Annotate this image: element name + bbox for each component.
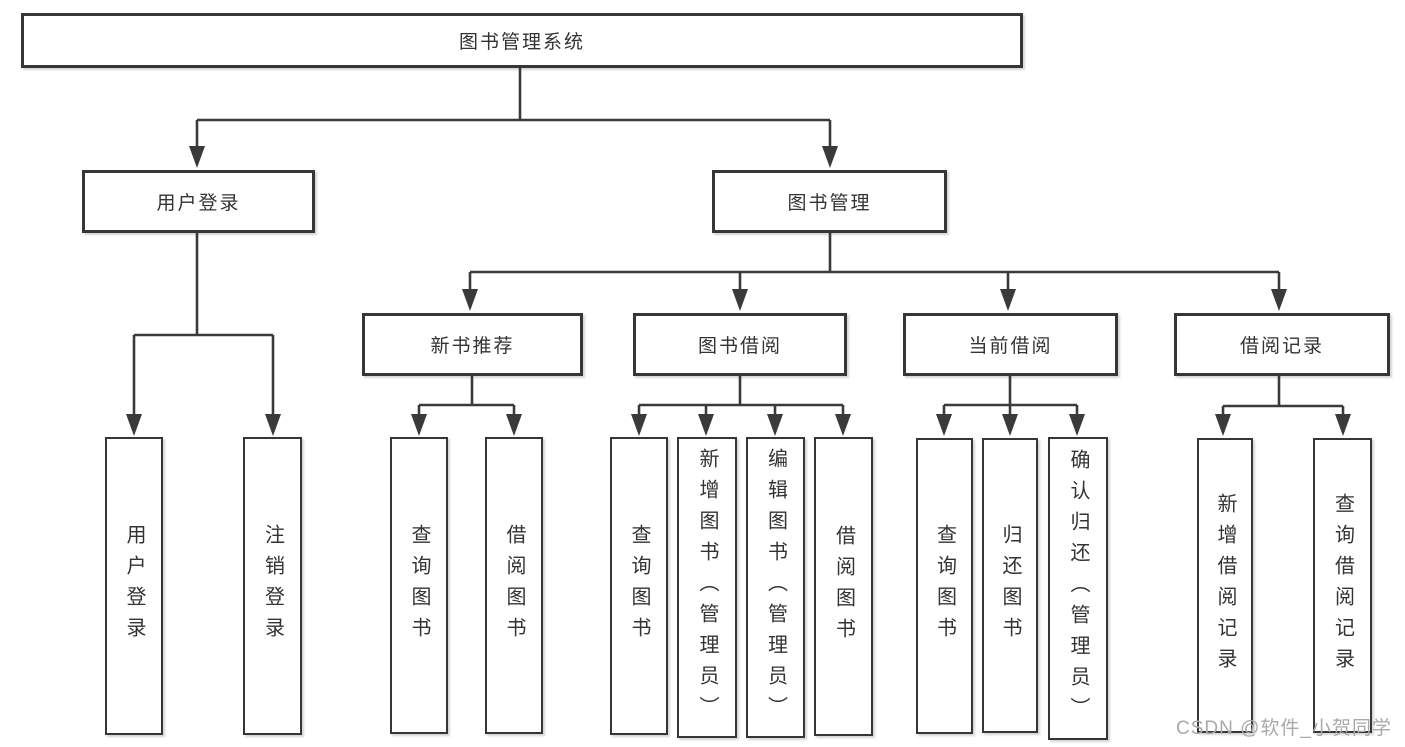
node-user-login-label: 用户登录 xyxy=(156,193,241,214)
node-borrowing-records: 借阅记录 xyxy=(1174,313,1390,376)
node-book-management: 图书管理 xyxy=(712,170,947,233)
node-user-login: 用户登录 xyxy=(82,170,315,233)
node-book-borrowing: 图书借阅 xyxy=(633,313,847,376)
node-new-book-recommend: 新书推荐 xyxy=(362,313,583,376)
leaf-query-books-recommend: 查询图书 xyxy=(390,437,448,734)
leaf-query-borrow-record: 查询借阅记录 xyxy=(1313,438,1372,733)
arrowheads xyxy=(126,146,1351,436)
leaf-borrow-books-recommend: 借阅图书 xyxy=(485,437,543,734)
leaf-borrow-books: 借阅图书 xyxy=(814,437,873,736)
leaf-return-books: 归还图书 xyxy=(982,438,1038,733)
leaf-confirm-return-admin: 确认归还（管理员） xyxy=(1048,437,1108,740)
node-borrowing-records-label: 借阅记录 xyxy=(1239,336,1324,357)
leaf-logout: 注销登录 xyxy=(243,437,302,735)
leaf-add-books-admin: 新增图书（管理员） xyxy=(677,437,737,738)
node-library-system: 图书管理系统 xyxy=(21,13,1023,68)
leaf-query-books-borrowing: 查询图书 xyxy=(610,437,668,735)
node-book-management-label: 图书管理 xyxy=(787,193,872,214)
node-library-system-label: 图书管理系统 xyxy=(458,32,585,53)
watermark: CSDN @软件_小贺同学 xyxy=(1176,718,1392,739)
node-new-book-recommend-label: 新书推荐 xyxy=(430,336,515,357)
node-current-borrowing: 当前借阅 xyxy=(903,313,1118,376)
leaf-add-borrow-record: 新增借阅记录 xyxy=(1197,438,1253,733)
node-current-borrowing-label: 当前借阅 xyxy=(968,336,1053,357)
leaf-query-books-current: 查询图书 xyxy=(916,438,973,734)
node-book-borrowing-label: 图书借阅 xyxy=(697,336,782,357)
leaf-user-login: 用户登录 xyxy=(105,437,163,735)
leaf-edit-books-admin: 编辑图书（管理员） xyxy=(746,437,805,738)
